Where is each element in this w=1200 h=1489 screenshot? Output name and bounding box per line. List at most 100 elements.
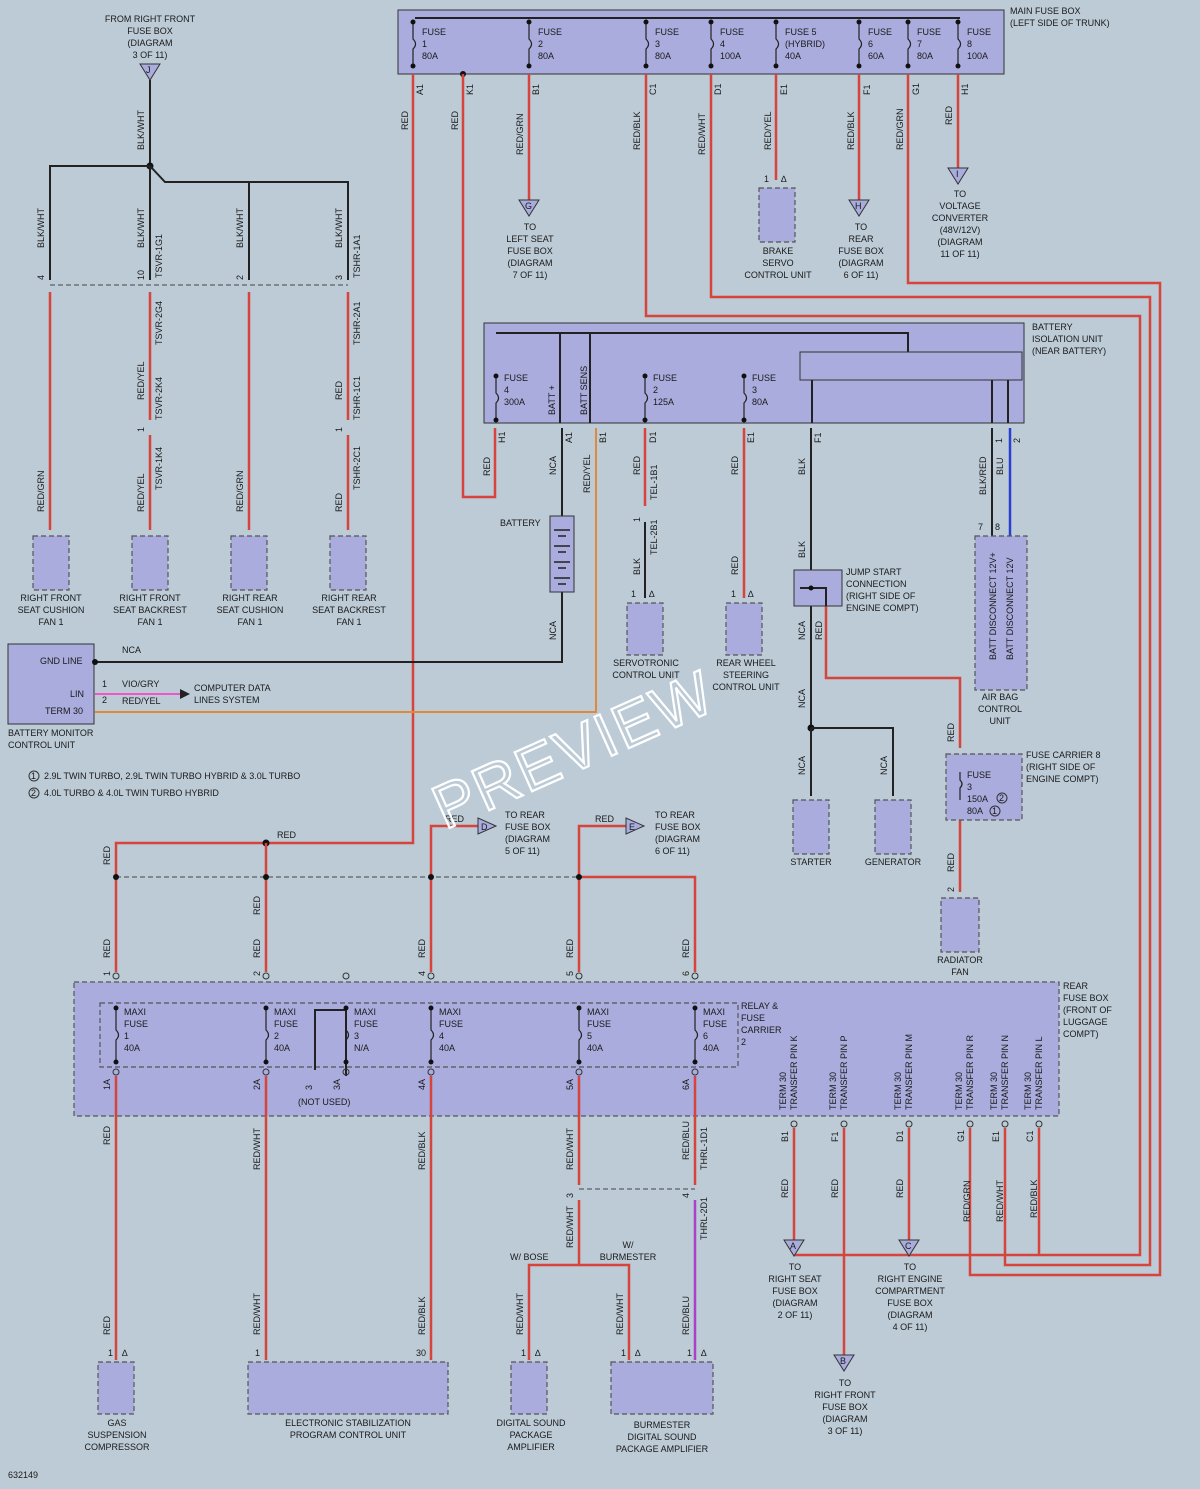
svg-text:TRANSFER PIN N: TRANSFER PIN N: [1000, 1035, 1010, 1110]
svg-text:RED/WHT: RED/WHT: [252, 1128, 262, 1170]
svg-text:RED/BLU: RED/BLU: [681, 1121, 691, 1160]
svg-text:RED/WHT: RED/WHT: [995, 1180, 1005, 1222]
svg-text:1: 1: [255, 1348, 260, 1358]
svg-text:RED: RED: [780, 1178, 790, 1198]
svg-text:2A: 2A: [252, 1079, 262, 1090]
svg-text:B1: B1: [780, 1131, 790, 1142]
svg-text:3: 3: [304, 1085, 314, 1090]
svg-text:TERM 30: TERM 30: [45, 706, 83, 716]
svg-text:RED/YEL: RED/YEL: [582, 454, 592, 493]
svg-text:80A: 80A: [967, 806, 983, 816]
svg-text:RED/WHT: RED/WHT: [565, 1128, 575, 1170]
battery-isolation-wires: RED H1 A1 B1 D1 E1 F1 1 2 NCA RED/YEL RE…: [95, 428, 1022, 892]
svg-text:1: 1: [992, 806, 997, 816]
svg-text:TERM 30: TERM 30: [1023, 1072, 1033, 1110]
svg-text:7: 7: [978, 522, 983, 532]
svg-text:BATT SENS: BATT SENS: [579, 366, 589, 415]
svg-text:RED: RED: [830, 1178, 840, 1198]
svg-text:RED: RED: [681, 938, 691, 958]
svg-text:I: I: [956, 169, 959, 179]
svg-text:BLK/WHT: BLK/WHT: [136, 109, 146, 150]
svg-text:TERM 30: TERM 30: [893, 1072, 903, 1110]
svg-text:RED/GRN: RED/GRN: [235, 470, 245, 512]
svg-text:10: 10: [136, 270, 146, 280]
svg-text:B1: B1: [531, 84, 541, 95]
rear-distribution-wires: RED RED RED RED RED RED RED RED 1 2 4 5 …: [102, 814, 697, 976]
generator: GENERATOR NCA: [865, 756, 922, 867]
svg-text:BATT DISCONNECT 12V: BATT DISCONNECT 12V: [1005, 557, 1015, 660]
svg-text:∆: ∆: [649, 589, 655, 599]
svg-text:TSHR-1C1: TSHR-1C1: [352, 376, 362, 420]
battery-monitor-control-unit: GND LINE LIN TERM 30 NCA 1 2 VIO/GRY RED…: [7, 643, 271, 750]
svg-text:150A: 150A: [967, 794, 988, 804]
svg-text:2: 2: [999, 793, 1004, 803]
svg-text:RED: RED: [595, 814, 615, 824]
main-fuse-5: FUSE 5(HYBRID)40A: [773, 19, 825, 69]
svg-text:NCA: NCA: [797, 621, 807, 640]
main-fuse-wire-labels: RED RED RED/GRN RED/BLK RED/WHT RED/YEL …: [400, 83, 970, 155]
svg-text:G1: G1: [911, 83, 921, 95]
svg-text:E1: E1: [779, 84, 789, 95]
svg-text:BATT DISCONNECT 12V+: BATT DISCONNECT 12V+: [988, 552, 998, 660]
svg-text:NCA: NCA: [879, 756, 889, 775]
air-bag-control-unit: 7 8 BATT DISCONNECT 12V+ BATT DISCONNECT…: [974, 522, 1028, 726]
diagram-id: 632149: [8, 1470, 38, 1480]
svg-text:RED: RED: [730, 455, 740, 475]
svg-text:RED/YEL: RED/YEL: [763, 111, 773, 150]
svg-text:LIN: LIN: [70, 689, 84, 699]
svg-text:6A: 6A: [681, 1079, 691, 1090]
svg-text:THRL-2D1: THRL-2D1: [699, 1197, 709, 1240]
svg-text:RED/GRN: RED/GRN: [36, 470, 46, 512]
svg-text:2: 2: [252, 971, 262, 976]
svg-text:C1: C1: [1025, 1130, 1035, 1142]
svg-text:4: 4: [417, 971, 427, 976]
svg-text:4.0L TURBO & 4.0L TWIN TURBO H: 4.0L TURBO & 4.0L TWIN TURBO HYBRID: [44, 788, 219, 798]
svg-text:A1: A1: [415, 84, 425, 95]
svg-text:BATT +: BATT +: [547, 385, 557, 415]
starter: STARTER NCA: [790, 756, 832, 867]
svg-text:1: 1: [764, 174, 769, 184]
svg-text:N/A: N/A: [354, 1043, 369, 1053]
svg-text:40A: 40A: [124, 1043, 140, 1053]
svg-text:TRANSFER PIN M: TRANSFER PIN M: [904, 1034, 914, 1110]
svg-text:BLU: BLU: [995, 457, 1005, 475]
svg-text:6: 6: [681, 971, 691, 976]
svg-text:RED/BLU: RED/BLU: [681, 1296, 691, 1335]
svg-text:2: 2: [102, 695, 107, 705]
svg-text:BLK/WHT: BLK/WHT: [334, 207, 344, 248]
svg-text:80A: 80A: [917, 51, 933, 61]
svg-text:TERM 30: TERM 30: [778, 1072, 788, 1110]
svg-text:G: G: [525, 201, 532, 211]
svg-text:E: E: [629, 822, 635, 832]
